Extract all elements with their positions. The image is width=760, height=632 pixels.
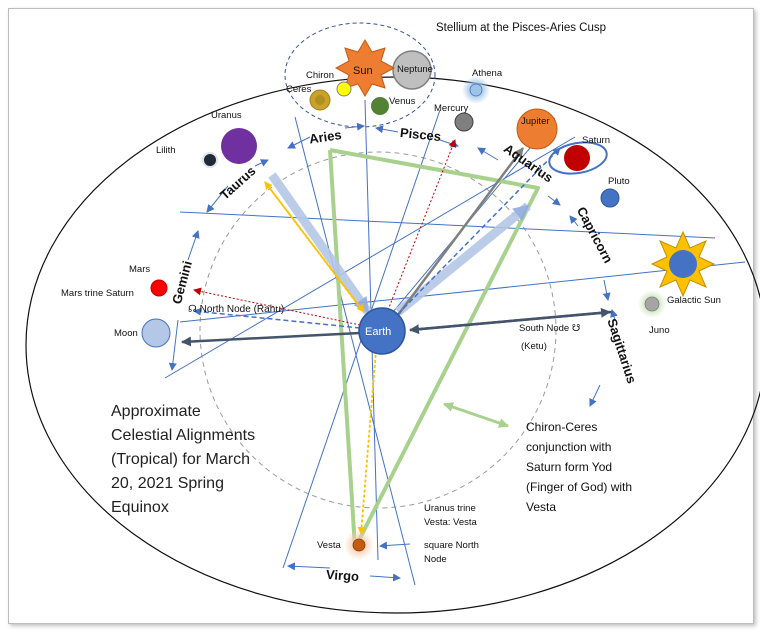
earth-northnode-dash	[193, 307, 361, 329]
ceres-label: Ceres	[286, 84, 312, 95]
sign-taurus: Taurus	[217, 163, 259, 203]
mercury[interactable]	[454, 112, 474, 132]
yod-lines	[328, 148, 540, 550]
galactic-sun-star-icon[interactable]	[650, 230, 716, 298]
uranus-trine-vesta-1: Uranus trine	[424, 503, 476, 514]
uranus-trine-vesta-2: Vesta: Vesta	[424, 517, 478, 528]
earth[interactable]	[358, 307, 406, 355]
main-title-4: 20, 2021 Spring	[111, 475, 224, 492]
south-node-label-1: South Node ☋	[519, 323, 581, 334]
galactic-sun-label: Galactic Sun	[667, 295, 721, 306]
juno[interactable]	[638, 290, 666, 318]
vesta[interactable]	[344, 530, 374, 560]
mercury-label: Mercury	[434, 103, 469, 114]
south-node-label-2: (Ketu)	[521, 341, 547, 352]
sign-gemini: Gemini	[169, 259, 195, 305]
pluto[interactable]	[600, 188, 620, 208]
sign-pisces: Pisces	[399, 125, 442, 144]
jupiter[interactable]	[516, 108, 558, 150]
south-node-line-back	[409, 310, 613, 335]
sun-star-icon[interactable]	[334, 39, 396, 97]
legend-yod-arrow	[443, 402, 509, 428]
uranus-trine-vesta-4: Node	[424, 554, 447, 565]
jupiter-label: Jupiter	[521, 116, 550, 127]
beam-earth-aquarius	[395, 202, 531, 316]
mars-trine-saturn-label: Mars trine Saturn	[61, 288, 134, 299]
yod-note-5: Vesta	[526, 500, 556, 514]
sign-sagittarius: Sagittarius	[604, 317, 639, 386]
sign-arrows	[168, 122, 618, 582]
main-title-3: (Tropical) for March	[111, 451, 250, 468]
athena-label: Athena	[472, 68, 503, 79]
sun-label: Sun	[353, 65, 373, 77]
vesta-label: Vesta	[317, 540, 341, 551]
moon[interactable]	[141, 318, 171, 348]
vesta-gold-dotted	[357, 349, 377, 535]
sign-virgo: Virgo	[326, 567, 360, 584]
uranus-gold-dotted-back	[264, 181, 365, 313]
uranus[interactable]	[221, 128, 257, 164]
juno-label: Juno	[649, 325, 670, 336]
main-title-5: Equinox	[111, 499, 169, 516]
yod-note-1: Chiron-Ceres	[526, 420, 597, 434]
lilith-label: Lilith	[156, 145, 176, 156]
sign-capricorn: Capricorn	[574, 204, 616, 265]
mars-label: Mars	[129, 264, 150, 275]
north-node-label: ☊ North Node (Rahu)	[188, 304, 284, 315]
earth-moon-line	[181, 331, 361, 347]
earth-jupiter-arrow	[396, 147, 525, 316]
uranus-trine-vesta-3: square North	[424, 540, 479, 551]
lilith[interactable]	[202, 152, 218, 168]
ceres[interactable]	[309, 89, 331, 111]
yod-note-2: conjunction with	[526, 440, 611, 454]
saturn[interactable]	[547, 138, 609, 178]
mars-dotted	[193, 287, 361, 326]
beam-uranus-earth	[268, 172, 372, 315]
uranus-label: Uranus	[211, 110, 242, 121]
pluto-label: Pluto	[608, 176, 630, 187]
inner-dashed-circle	[199, 151, 557, 509]
chiron[interactable]	[336, 81, 352, 97]
yod-note-4: (Finger of God) with	[526, 480, 632, 494]
neptune[interactable]	[392, 50, 432, 90]
neptune-label: Neptune	[397, 64, 433, 75]
main-title-2: Celestial Alignments	[111, 427, 255, 444]
chiron-label: Chiron	[306, 70, 334, 81]
sign-aries: Aries	[308, 127, 342, 146]
main-title-1: Approximate	[111, 403, 201, 420]
earth-label: Earth	[365, 326, 391, 338]
venus-label: Venus	[389, 96, 416, 107]
stellium-title: Stellium at the Pisces-Aries Cusp	[436, 22, 606, 34]
mars[interactable]	[150, 279, 168, 297]
moon-label: Moon	[114, 328, 138, 339]
saturn-label: Saturn	[582, 135, 610, 146]
mercury-dotted	[387, 139, 457, 311]
venus[interactable]	[371, 97, 389, 115]
athena[interactable]	[462, 76, 490, 104]
yod-note-3: Saturn form Yod	[526, 460, 612, 474]
earth-saturn-dash	[397, 147, 561, 315]
